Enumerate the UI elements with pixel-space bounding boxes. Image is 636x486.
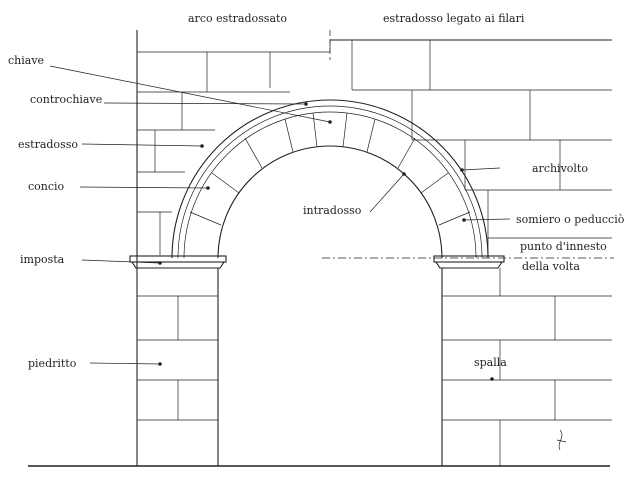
label-intradosso: intradosso xyxy=(303,204,362,217)
label-chiave: chiave xyxy=(8,54,44,67)
label-archivolto: archivolto xyxy=(532,162,588,175)
right-masonry xyxy=(329,40,612,239)
label-controchiave: controchiave xyxy=(30,93,102,106)
label-punto-innesto: punto d'innesto xyxy=(520,240,607,253)
arch xyxy=(171,99,489,259)
extrados-curve xyxy=(171,99,489,259)
label-concio: concio xyxy=(28,180,65,193)
left-impost xyxy=(129,255,227,269)
label-piedritto: piedritto xyxy=(28,357,77,370)
heading-left: arco estradossato xyxy=(188,12,287,25)
left-pier xyxy=(137,268,219,466)
left-masonry xyxy=(137,51,330,255)
leaders xyxy=(49,65,511,381)
signature-mark xyxy=(556,429,567,451)
voussoir-joints xyxy=(189,112,471,226)
label-imposta: imposta xyxy=(20,253,65,266)
intrados-curve xyxy=(217,145,443,259)
label-spalla: spalla xyxy=(474,356,507,369)
right-impost xyxy=(433,255,505,269)
heading-right: estradosso legato ai filari xyxy=(383,12,525,25)
label-estradosso: estradosso xyxy=(18,138,78,151)
label-della-volta: della volta xyxy=(522,260,580,273)
label-somiero: somiero o peducciò xyxy=(516,213,625,226)
right-pier xyxy=(441,238,612,466)
